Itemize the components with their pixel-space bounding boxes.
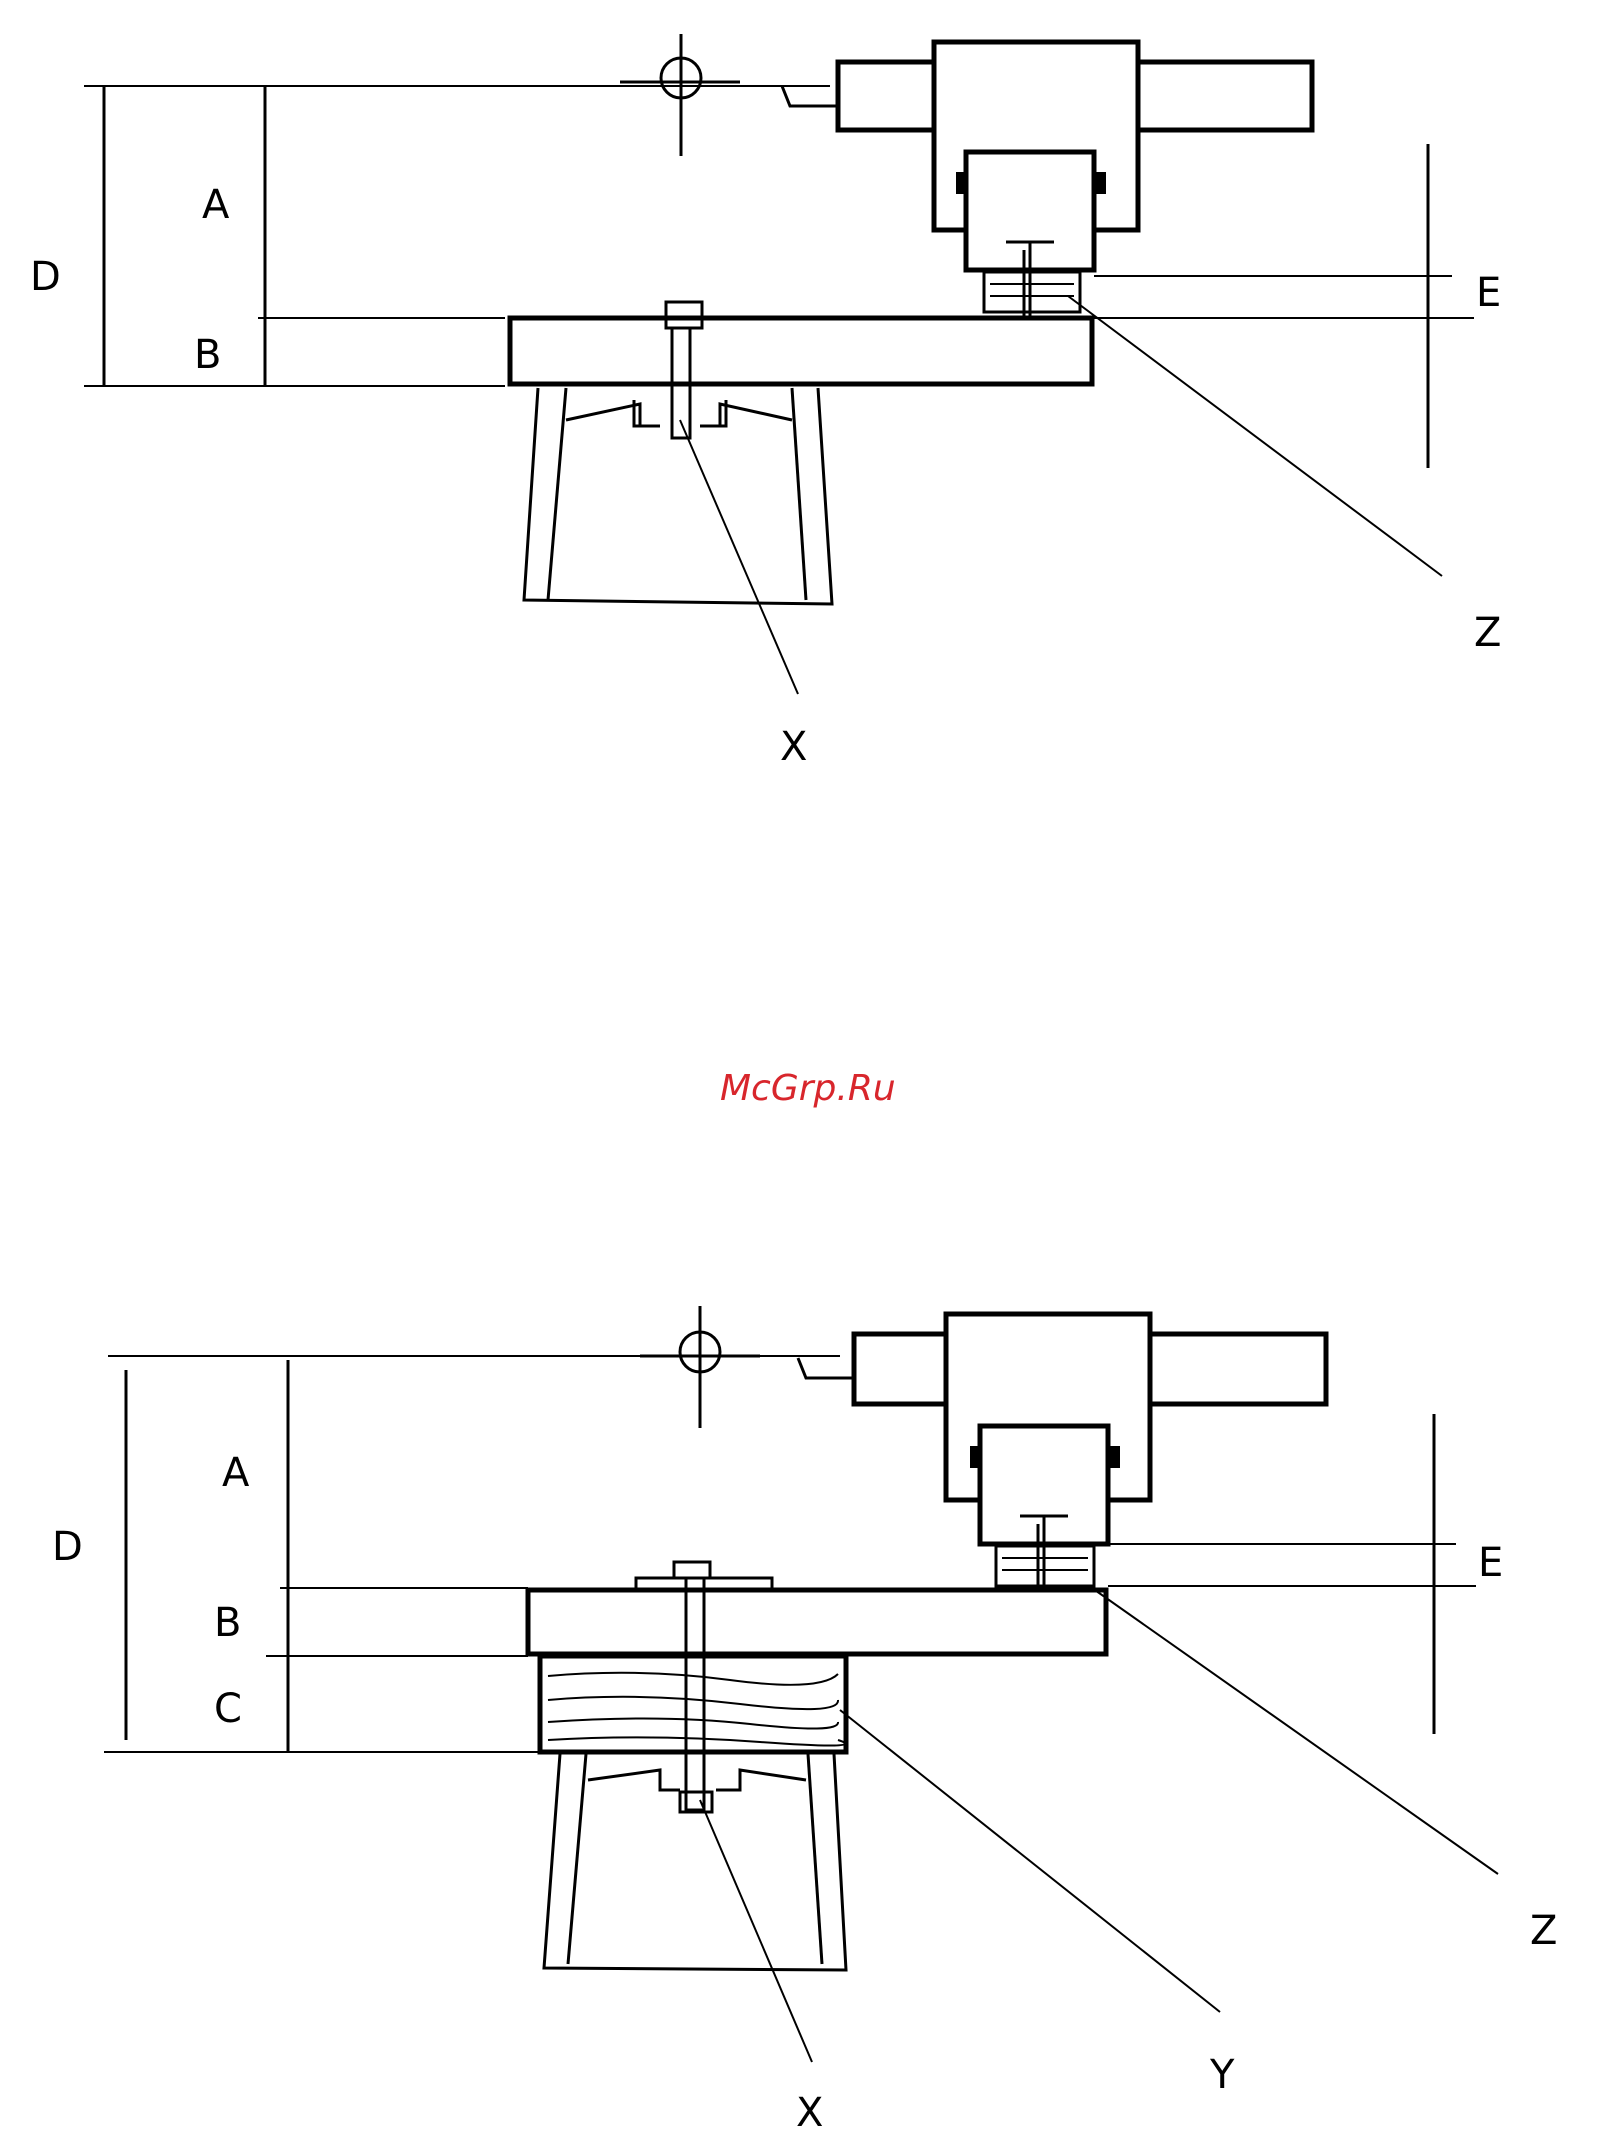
bottom-label-a: A [222,1450,250,1496]
top-crosshair-icon [620,34,740,156]
bottom-label-d: D [52,1524,83,1570]
bottom-leader-z [1092,1588,1498,1874]
top-arm-nose [782,86,838,106]
bottom-label-c: C [214,1686,242,1732]
top-blade-hub [984,272,1080,312]
bottom-leader-y [840,1710,1220,2012]
top-leader-x [680,420,798,694]
bottom-crosshair-icon [640,1306,760,1428]
bottom-label-y: Y [1209,2052,1235,2098]
bottom-motor-knob-right [1110,1446,1120,1468]
top-figure: A B D E X Z [30,34,1501,770]
bottom-figure: A B C D E X Y Z [52,1306,1557,2136]
bottom-stand-inner-right [808,1754,822,1964]
top-table [510,318,1092,384]
top-label-e: E [1476,270,1501,316]
top-stand-inner-right [792,388,806,600]
bottom-arm-nose [798,1358,854,1378]
bottom-label-e: E [1478,1540,1503,1586]
top-leader-z [1068,296,1442,576]
top-motor-knob-right [1096,172,1106,194]
bottom-label-z: Z [1530,1908,1557,1954]
bottom-bolt-head [674,1562,710,1578]
bottom-stand [544,1754,846,1970]
top-label-a: A [202,182,230,228]
top-label-b: B [194,332,221,378]
watermark: McGrp.Ru [720,1068,896,1109]
bottom-label-b: B [214,1600,241,1646]
bottom-leader-x [700,1800,812,2062]
bottom-label-x: X [796,2090,823,2136]
bottom-stand-inner-left [568,1754,586,1964]
top-stand-inner-left [548,388,566,600]
top-label-z: Z [1474,610,1501,656]
top-label-d: D [30,254,61,300]
bottom-motor-knob-left [970,1446,980,1468]
top-label-x: X [780,724,807,770]
top-motor-knob-left [956,172,966,194]
bottom-table [528,1590,1106,1654]
